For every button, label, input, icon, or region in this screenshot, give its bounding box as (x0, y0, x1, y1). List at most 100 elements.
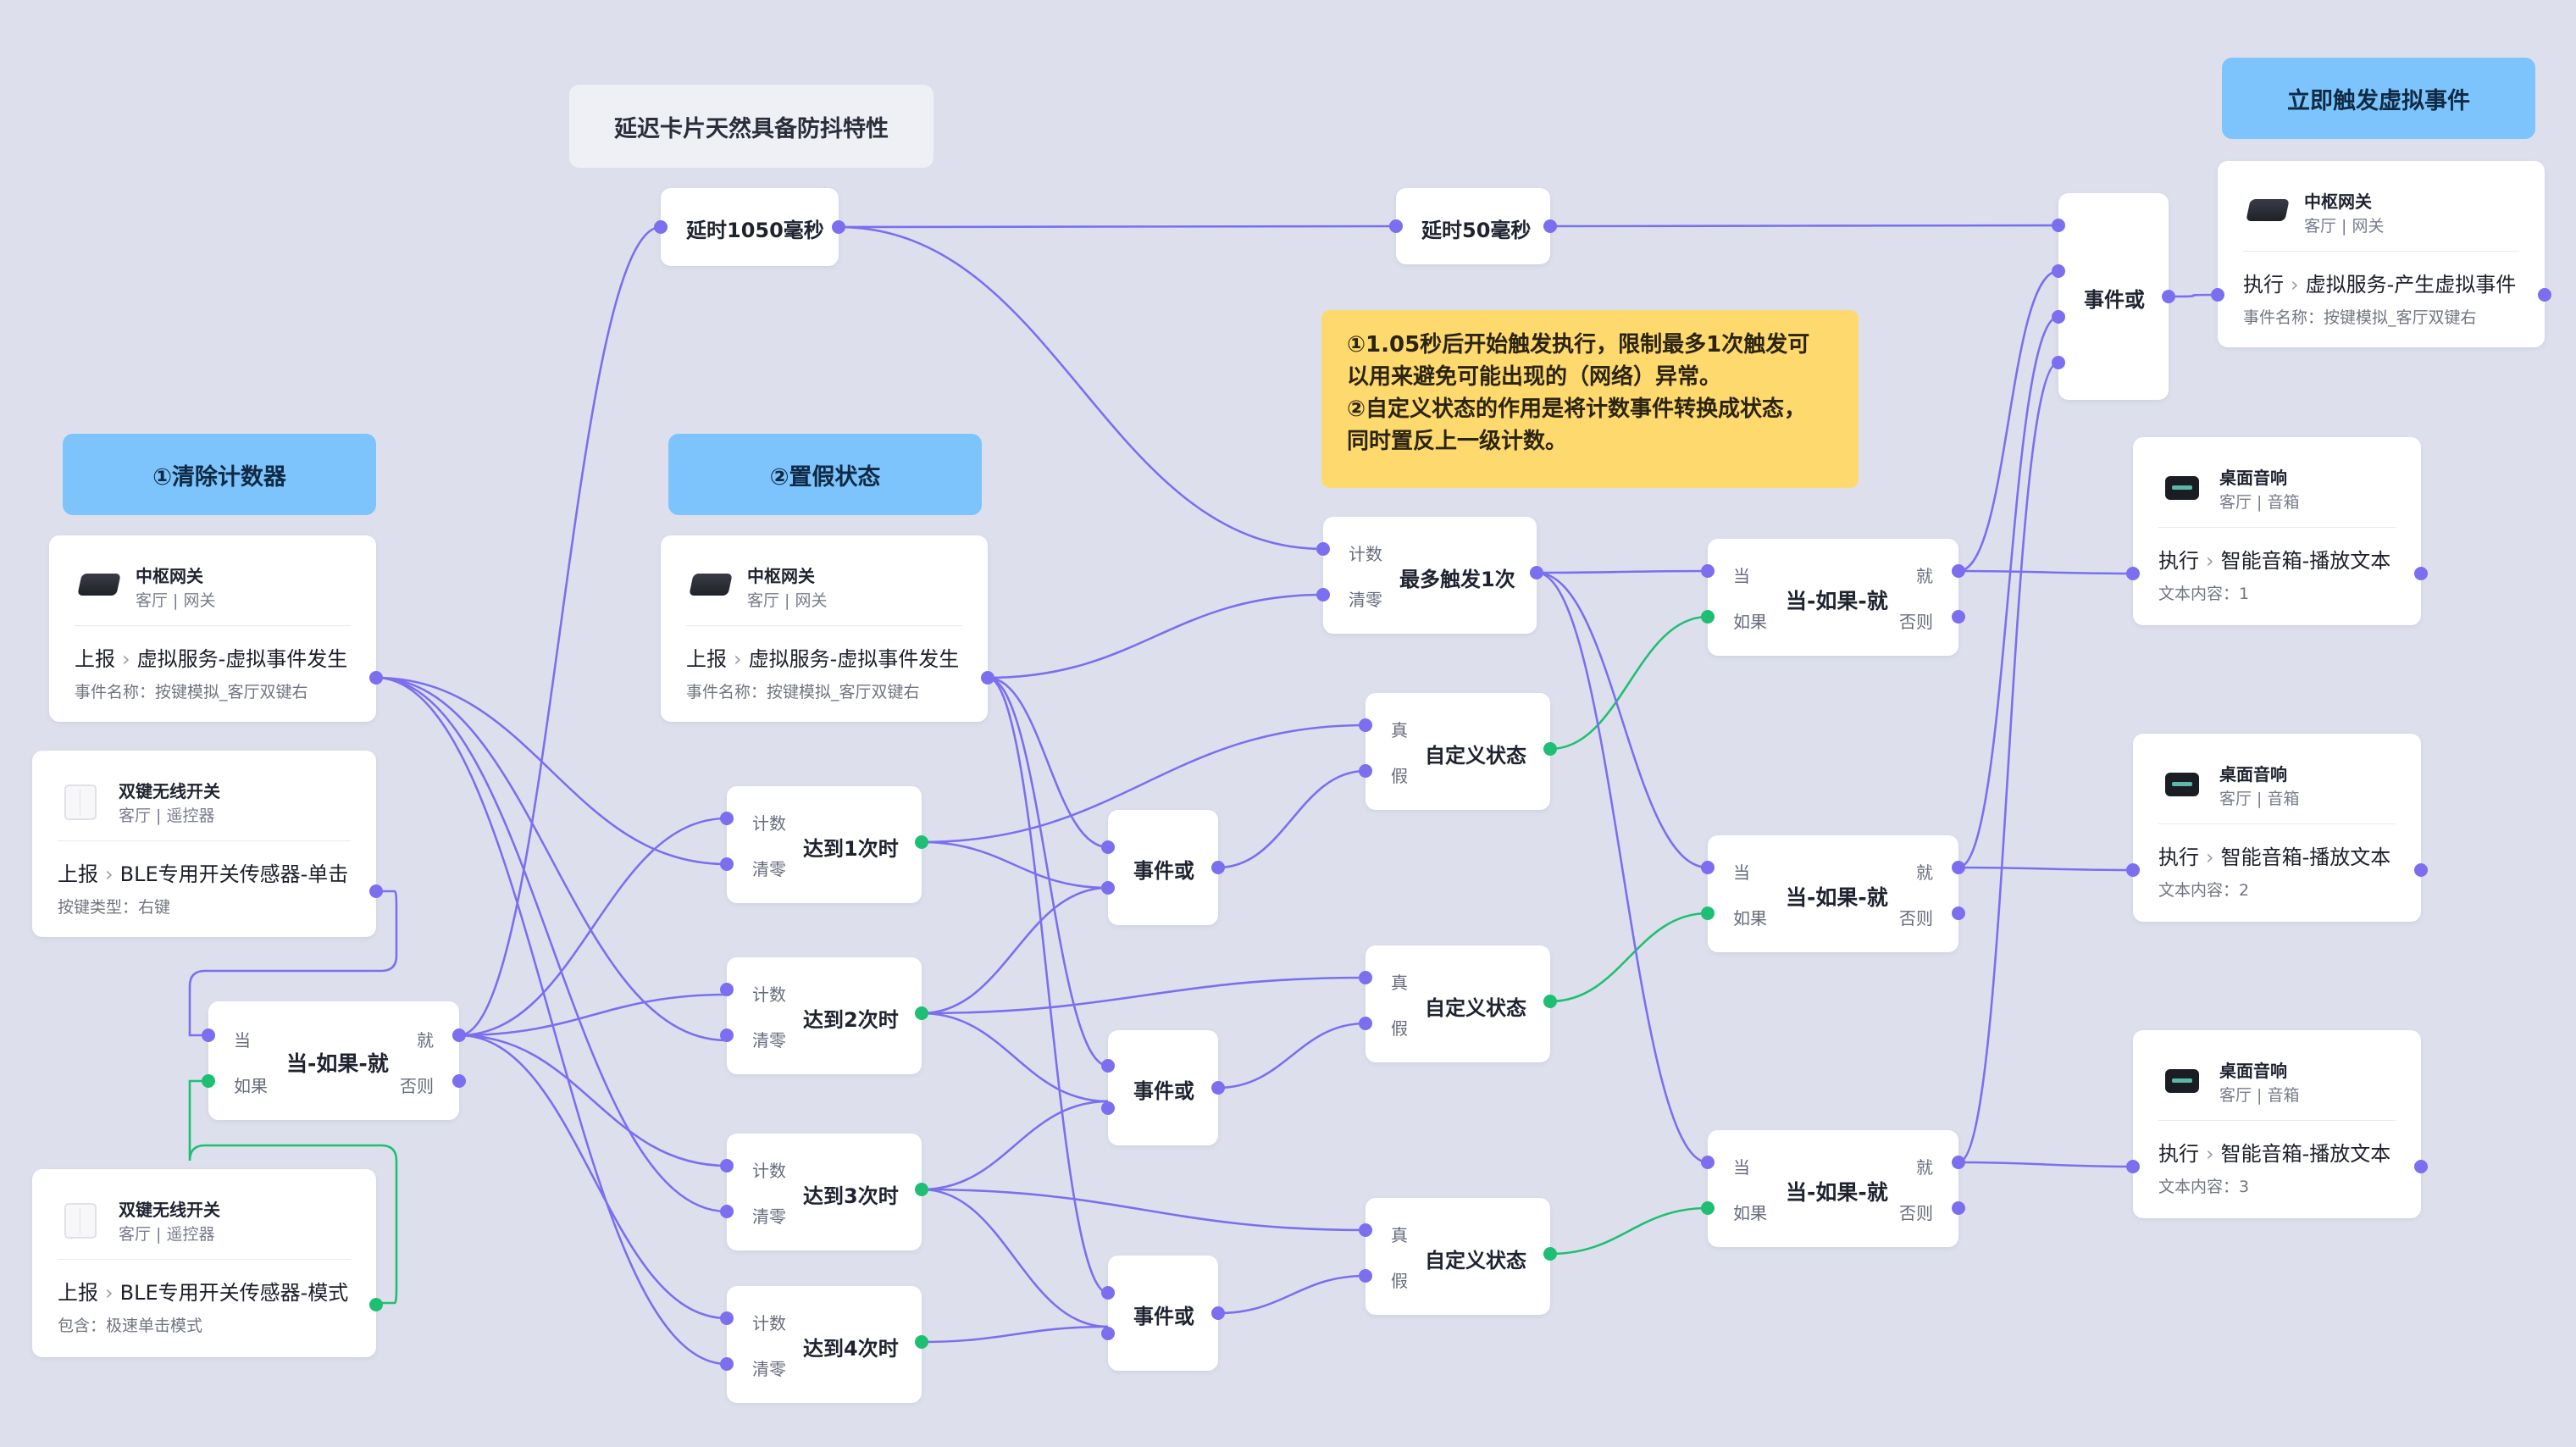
reach-count-3-node[interactable]: 计数 清零 达到3次时 (720, 1134, 928, 1250)
else-output-port[interactable] (1952, 1201, 1965, 1215)
when-input-port[interactable] (1701, 861, 1715, 874)
output-port[interactable] (1543, 1247, 1557, 1261)
count-input-port[interactable] (1316, 542, 1330, 556)
input-port-3[interactable] (2052, 310, 2065, 324)
output-port[interactable] (1543, 219, 1557, 233)
hub-execute-card[interactable]: 中枢网关 客厅 | 网关 执行›虚拟服务-产生虚拟事件 事件名称：按键模拟_客厅… (2211, 161, 2551, 347)
output-port[interactable] (832, 220, 845, 234)
event-or-node-3[interactable]: 事件或 (1101, 1256, 1225, 1371)
event-or-node-top[interactable]: 事件或 (2052, 193, 2175, 400)
if-input-port[interactable] (202, 1074, 215, 1088)
input-port-4[interactable] (2052, 356, 2065, 369)
event-or-node-1[interactable]: 事件或 (1101, 810, 1225, 925)
reach-count-2-node[interactable]: 计数 清零 达到2次时 (720, 957, 928, 1074)
output-port[interactable] (2414, 863, 2428, 877)
device-location: 客厅 | 遥控器 (119, 1225, 215, 1244)
input-port[interactable] (2126, 567, 2140, 580)
clear-input-port[interactable] (720, 1028, 734, 1042)
speaker-card-1[interactable]: 桌面音响 客厅 | 音箱 执行›智能音箱-播放文本 文本内容：1 (2126, 437, 2428, 625)
then-output-port[interactable] (1952, 861, 1965, 874)
else-output-port[interactable] (1952, 610, 1965, 624)
delay-50ms-node[interactable]: 延时50毫秒 (1389, 188, 1557, 264)
clear-input-port[interactable] (720, 1357, 734, 1371)
if-input-port[interactable] (1701, 1201, 1715, 1215)
max-trigger-once-node[interactable]: 计数 清零 最多触发1次 (1316, 517, 1543, 634)
input-port-2[interactable] (1101, 1101, 1115, 1115)
output-port[interactable] (1211, 1306, 1225, 1320)
switch-click-card[interactable]: 双键无线开关 客厅 | 遥控器 上报›BLE专用开关传感器-单击 按键类型：右键 (32, 751, 383, 937)
input-port[interactable] (1389, 219, 1403, 233)
output-port[interactable] (2162, 290, 2175, 303)
if-input-port[interactable] (1701, 906, 1715, 920)
else-output-port[interactable] (452, 1074, 466, 1088)
input-port-1[interactable] (1101, 1286, 1115, 1300)
if-then-node-2[interactable]: 当-如果-就 当 如果 就 否则 (1701, 835, 1965, 952)
output-port[interactable] (915, 1335, 928, 1349)
count-input-port[interactable] (720, 1159, 734, 1173)
clear-input-port[interactable] (720, 857, 734, 871)
clear-input-port[interactable] (720, 1205, 734, 1218)
switch-mode-card[interactable]: 双键无线开关 客厅 | 遥控器 上报›BLE专用开关传感器-模式 包含：极速单击… (32, 1169, 383, 1357)
when-input-port[interactable] (1701, 1156, 1715, 1169)
clear-input-port[interactable] (1316, 588, 1330, 602)
false-input-port[interactable] (1359, 1269, 1372, 1283)
input-port[interactable] (654, 220, 668, 234)
output-port[interactable] (1530, 566, 1543, 579)
then-output-port[interactable] (1952, 1156, 1965, 1169)
if-then-node-1[interactable]: 当-如果-就 当 如果 就 否则 (1701, 539, 1965, 656)
output-port[interactable] (2414, 567, 2428, 580)
else-output-port[interactable] (1952, 906, 1965, 920)
custom-state-node-3[interactable]: 真 假 自定义状态 (1359, 1198, 1557, 1315)
output-port[interactable] (369, 1298, 383, 1311)
input-port-1[interactable] (1101, 1059, 1115, 1073)
false-input-port[interactable] (1359, 764, 1372, 778)
true-input-port[interactable] (1359, 1223, 1372, 1237)
if-then-node-3[interactable]: 当-如果-就 当 如果 就 否则 (1701, 1130, 1965, 1247)
output-port[interactable] (1543, 742, 1557, 756)
count-input-port[interactable] (720, 983, 734, 996)
input-port-1[interactable] (2052, 219, 2065, 232)
input-port-2[interactable] (2052, 264, 2065, 278)
output-port[interactable] (1543, 995, 1557, 1008)
false-input-port[interactable] (1359, 1017, 1372, 1030)
count-input-port[interactable] (720, 812, 734, 825)
output-port[interactable] (915, 835, 928, 849)
when-input-port[interactable] (1701, 564, 1715, 578)
output-port[interactable] (915, 1183, 928, 1196)
input-port-2[interactable] (1101, 1327, 1115, 1340)
reach-count-1-node[interactable]: 计数 清零 达到1次时 (720, 786, 928, 903)
input-port[interactable] (2211, 288, 2224, 302)
output-port[interactable] (2538, 288, 2551, 302)
node-title: 当-如果-就 (1786, 885, 1888, 910)
input-port[interactable] (2126, 1160, 2140, 1173)
true-input-port[interactable] (1359, 971, 1372, 984)
event-or-node-2[interactable]: 事件或 (1101, 1030, 1225, 1145)
custom-state-node-2[interactable]: 真 假 自定义状态 (1359, 945, 1557, 1062)
input-port[interactable] (2126, 863, 2140, 877)
hub-report-card-1[interactable]: 中枢网关 客厅 | 网关 上报›虚拟服务-虚拟事件发生 事件名称：按键模拟_客厅… (49, 535, 383, 722)
output-port[interactable] (369, 884, 383, 898)
reach-count-4-node[interactable]: 计数 清零 达到4次时 (720, 1286, 928, 1403)
output-port[interactable] (2414, 1160, 2428, 1173)
input-port-1[interactable] (1101, 840, 1115, 854)
when-input-port[interactable] (202, 1028, 215, 1042)
then-output-port[interactable] (452, 1028, 466, 1042)
if-input-port[interactable] (1701, 610, 1715, 624)
wire-reach2-to-or1 (921, 886, 1109, 1015)
output-port[interactable] (1211, 1081, 1225, 1095)
speaker-card-3[interactable]: 桌面音响 客厅 | 音箱 执行›智能音箱-播放文本 文本内容：3 (2126, 1030, 2428, 1218)
hub-report-card-2[interactable]: 中枢网关 客厅 | 网关 上报›虚拟服务-虚拟事件发生 事件名称：按键模拟_客厅… (661, 535, 994, 722)
input-port-2[interactable] (1101, 881, 1115, 895)
output-port[interactable] (915, 1006, 928, 1020)
count-input-port[interactable] (720, 1311, 734, 1325)
speaker-card-2[interactable]: 桌面音响 客厅 | 音箱 执行›智能音箱-播放文本 文本内容：2 (2126, 734, 2428, 922)
true-input-port[interactable] (1359, 718, 1372, 732)
then-output-port[interactable] (1952, 564, 1965, 578)
custom-state-node-1[interactable]: 真 假 自定义状态 (1359, 693, 1557, 810)
output-port[interactable] (369, 671, 383, 685)
delay-1050ms-node[interactable]: 延时1050毫秒 (654, 188, 845, 266)
output-port[interactable] (1211, 861, 1225, 874)
action-name: 智能音箱-播放文本 (2220, 549, 2391, 573)
output-port[interactable] (981, 671, 994, 685)
if-then-node-main[interactable]: 当-如果-就 当 如果 就 否则 (202, 1001, 466, 1120)
